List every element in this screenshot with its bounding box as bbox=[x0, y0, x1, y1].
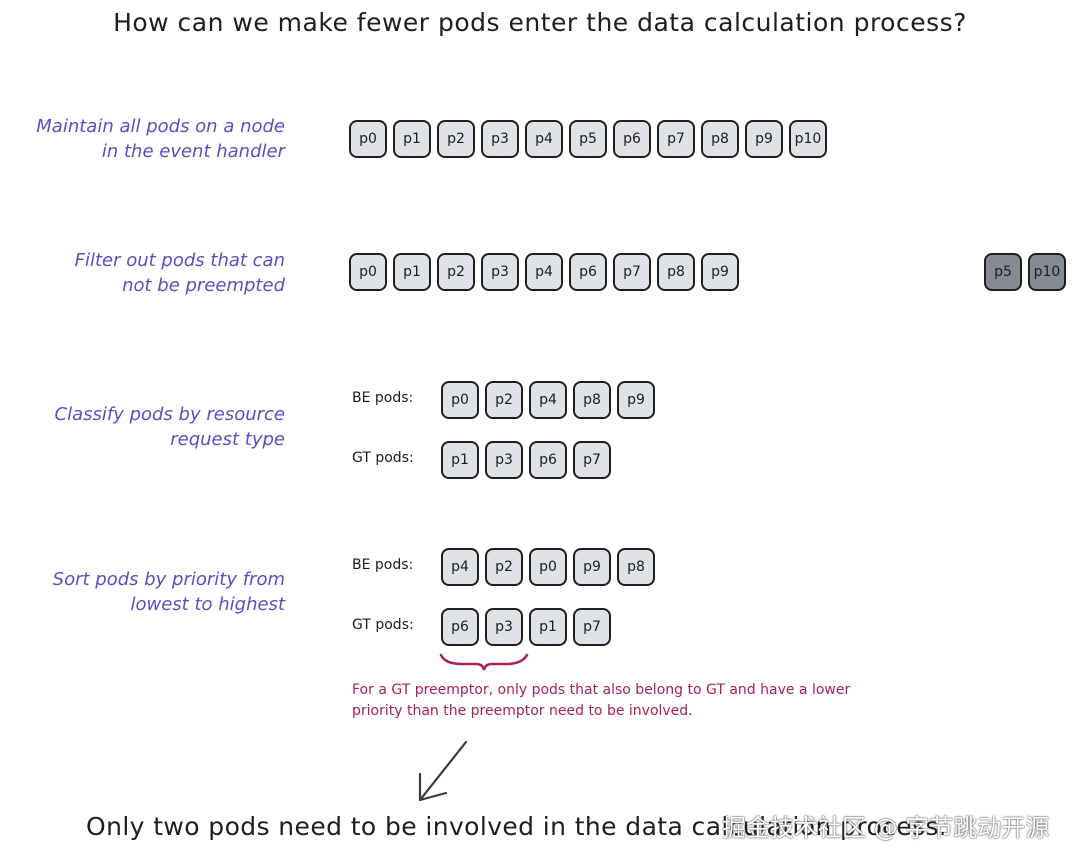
pod-box: p3 bbox=[485, 608, 523, 646]
step-2-label: Filter out pods that can not be preempte… bbox=[0, 248, 285, 298]
classify-gt-label: GT pods: bbox=[352, 450, 414, 466]
pod-box: p9 bbox=[617, 381, 655, 419]
down-left-arrow-icon bbox=[418, 740, 468, 802]
pod-box: p0 bbox=[349, 120, 387, 158]
pod-box: p8 bbox=[701, 120, 739, 158]
pod-box: p4 bbox=[525, 120, 563, 158]
pod-box: p7 bbox=[573, 608, 611, 646]
conclusion-text: Only two pods need to be involved in the… bbox=[86, 812, 948, 841]
pod-box: p0 bbox=[529, 548, 567, 586]
note-line1: For a GT preemptor, only pods that also … bbox=[352, 682, 851, 698]
step-1-label-line1: Maintain all pods on a node bbox=[36, 116, 285, 137]
preemptable-pods-row: p0 p1 p2 p3 p4 p6 p7 p8 p9 bbox=[349, 253, 739, 291]
pod-box: p0 bbox=[441, 381, 479, 419]
classify-be-label: BE pods: bbox=[352, 390, 414, 406]
pod-box: p2 bbox=[437, 120, 475, 158]
pod-box: p1 bbox=[393, 253, 431, 291]
pod-box: p4 bbox=[441, 548, 479, 586]
pod-box: p2 bbox=[485, 548, 523, 586]
pod-box: p4 bbox=[529, 381, 567, 419]
pod-box: p0 bbox=[349, 253, 387, 291]
sort-be-row: p4 p2 p0 p9 p8 bbox=[441, 548, 655, 586]
pod-box: p2 bbox=[437, 253, 475, 291]
pod-box: p1 bbox=[529, 608, 567, 646]
pod-box: p6 bbox=[613, 120, 651, 158]
sort-be-label: BE pods: bbox=[352, 557, 414, 573]
pod-box: p9 bbox=[573, 548, 611, 586]
classify-gt-row: p1 p3 p6 p7 bbox=[441, 441, 611, 479]
pod-box: p7 bbox=[613, 253, 651, 291]
note-line2: priority than the preemptor need to be i… bbox=[352, 703, 693, 719]
pod-box: p7 bbox=[657, 120, 695, 158]
gt-preemptor-note: For a GT preemptor, only pods that also … bbox=[352, 680, 972, 722]
filtered-pod-box: p5 bbox=[984, 253, 1022, 291]
diagram-title: How can we make fewer pods enter the dat… bbox=[113, 8, 967, 37]
filtered-pods-row: p5 p10 bbox=[984, 253, 1066, 291]
pod-box: p8 bbox=[573, 381, 611, 419]
pod-box: p1 bbox=[441, 441, 479, 479]
step-4-label: Sort pods by priority from lowest to hig… bbox=[0, 567, 285, 617]
filtered-pod-box: p10 bbox=[1028, 253, 1066, 291]
watermark: 掘金技术社区 @ 字节跳动开源 bbox=[722, 814, 1050, 842]
pod-box: p9 bbox=[701, 253, 739, 291]
pod-box: p10 bbox=[789, 120, 827, 158]
pod-box: p4 bbox=[525, 253, 563, 291]
step-4-label-line1: Sort pods by priority from bbox=[52, 569, 285, 590]
pod-box: p1 bbox=[393, 120, 431, 158]
pod-box: p7 bbox=[573, 441, 611, 479]
pod-box: p3 bbox=[481, 120, 519, 158]
pod-box: p2 bbox=[485, 381, 523, 419]
pod-box: p6 bbox=[569, 253, 607, 291]
all-pods-row: p0 p1 p2 p3 p4 p5 p6 p7 p8 p9 p10 bbox=[349, 120, 827, 158]
sort-gt-label: GT pods: bbox=[352, 617, 414, 633]
step-2-label-line1: Filter out pods that can bbox=[74, 250, 285, 271]
pod-box: p9 bbox=[745, 120, 783, 158]
step-4-label-line2: lowest to highest bbox=[130, 594, 285, 615]
curly-brace-icon bbox=[439, 653, 529, 671]
step-2-label-line2: not be preempted bbox=[122, 275, 285, 296]
step-1-label-line2: in the event handler bbox=[101, 141, 285, 162]
pod-box: p8 bbox=[617, 548, 655, 586]
pod-box: p5 bbox=[569, 120, 607, 158]
pod-box: p3 bbox=[481, 253, 519, 291]
pod-box: p8 bbox=[657, 253, 695, 291]
pod-box: p6 bbox=[529, 441, 567, 479]
step-3-label-line2: request type bbox=[170, 429, 285, 450]
classify-be-row: p0 p2 p4 p8 p9 bbox=[441, 381, 655, 419]
pod-box: p6 bbox=[441, 608, 479, 646]
step-3-label: Classify pods by resource request type bbox=[0, 402, 285, 452]
sort-gt-row: p6 p3 p1 p7 bbox=[441, 608, 611, 646]
step-3-label-line1: Classify pods by resource bbox=[54, 404, 285, 425]
step-1-label: Maintain all pods on a node in the event… bbox=[0, 114, 285, 164]
pod-box: p3 bbox=[485, 441, 523, 479]
